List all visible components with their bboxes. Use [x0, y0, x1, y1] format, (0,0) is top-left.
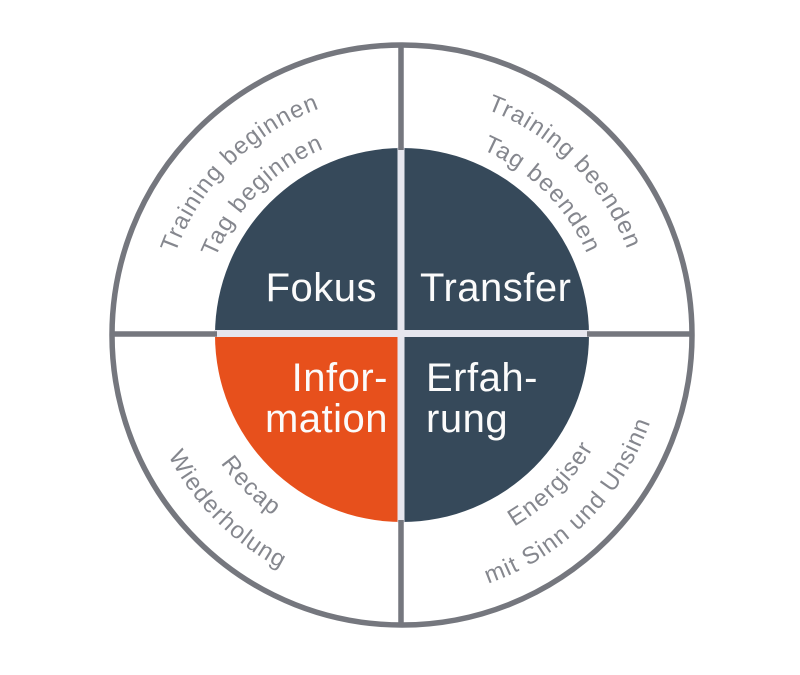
quadrant-label-information-line1: Infor-: [292, 356, 388, 400]
quadrant-label-erfahrung-line1: Erfah-: [426, 356, 538, 400]
quadrant-label-fokus: Fokus: [266, 266, 377, 310]
quadrant-top-left-shape: [215, 148, 402, 335]
quadrant-label-transfer: Transfer: [420, 266, 571, 310]
quadrant-bottom-left-shape: [215, 335, 402, 522]
quadrant-label-erfahrung-line2: rung: [426, 397, 508, 441]
quadrant-bottom-right-shape: [402, 335, 589, 522]
quadrant-label-information-line2: mation: [265, 397, 388, 441]
quadrant-top-right-shape: [402, 148, 589, 335]
outer-ring-circle: [109, 42, 695, 628]
